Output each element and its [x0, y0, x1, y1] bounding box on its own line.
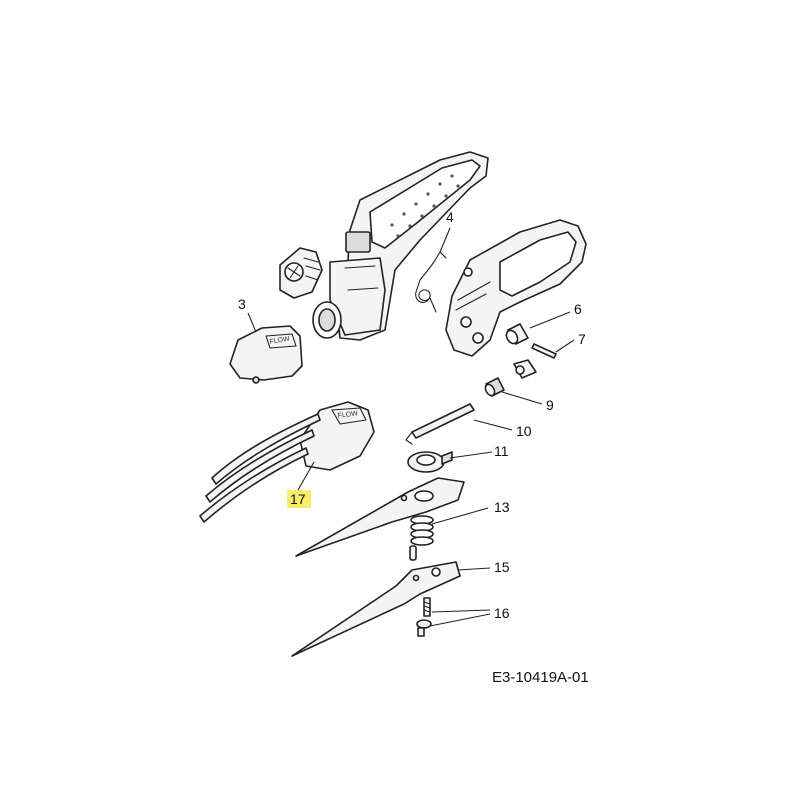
- callout-3: 3: [238, 296, 246, 312]
- part-7-pin: [531, 343, 557, 359]
- part-6-bushing: [505, 323, 529, 345]
- leader-lines: [247, 227, 575, 627]
- compression-spring: [409, 515, 434, 561]
- part-3-cover-cap: FLOW: [229, 325, 303, 384]
- callout-9: 9: [546, 397, 554, 413]
- callout-7: 7: [578, 331, 586, 347]
- svg-text:FLOW: FLOW: [337, 410, 358, 420]
- callout-13: 13: [494, 499, 510, 515]
- svg-text:FLOW: FLOW: [269, 335, 291, 345]
- part-13-upper-blade: [295, 477, 465, 557]
- part-16-screws: [416, 597, 432, 637]
- callout-4: 4: [446, 209, 454, 225]
- main-handle: [312, 151, 489, 341]
- part-17-blade-guard: FLOW: [199, 401, 375, 523]
- callout-16: 16: [494, 605, 510, 621]
- part-11-cam: [407, 451, 453, 473]
- callout-6: 6: [574, 301, 582, 317]
- part-4-spring: [415, 251, 447, 313]
- part-10-rod: [405, 403, 475, 445]
- callout-15: 15: [494, 559, 510, 575]
- adjust-knob: [279, 247, 323, 299]
- sleeve-nut: [513, 359, 537, 379]
- highlight-17: [287, 490, 311, 508]
- part-9-bushing: [484, 377, 505, 397]
- part-15-lower-blade: [291, 561, 461, 657]
- callout-10: 10: [516, 423, 532, 439]
- callout-17: 17: [290, 491, 306, 507]
- blade-lever-with-ring: [445, 219, 587, 357]
- drawing-code: E3-10419A-01: [492, 669, 589, 686]
- callout-11: 11: [494, 443, 509, 459]
